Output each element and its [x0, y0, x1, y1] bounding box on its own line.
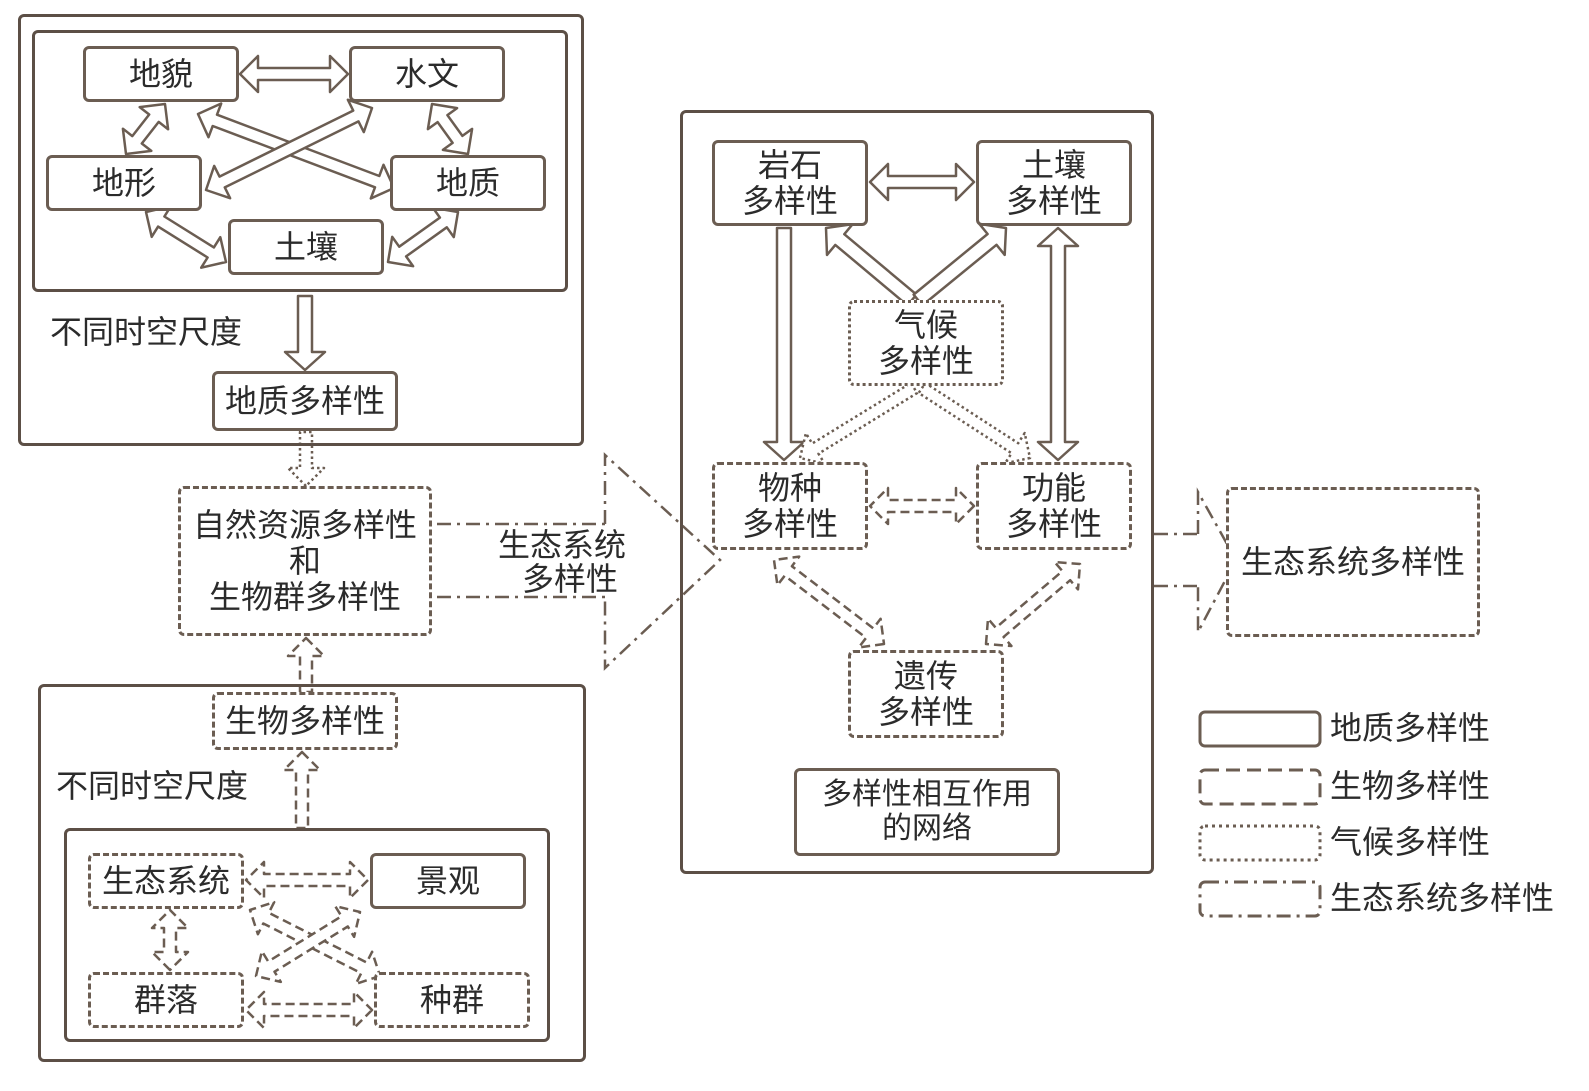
- arrow-ecosystem-landscape: [244, 860, 370, 900]
- biodiversity-frame: [38, 684, 586, 1062]
- arrow-hydrology-terrain: [204, 98, 374, 200]
- node-geodiversity: 地质多样性: [212, 371, 398, 431]
- legend-label-geodiversity: 地质多样性: [1330, 709, 1491, 747]
- arrow-landscape-community: [254, 904, 362, 984]
- legend-swatch-dashdot: [1198, 880, 1322, 918]
- arrow-geo-to-geodiversity: [283, 294, 327, 372]
- node-ecosystem: 生态系统: [88, 853, 244, 909]
- geo-components-frame: [32, 30, 568, 292]
- legend-swatch-dotted: [1198, 824, 1322, 862]
- legend-label-biodiversity: 生物多样性: [1330, 767, 1491, 805]
- legend-swatch-solid: [1198, 710, 1322, 748]
- arrow-species-genetic: [772, 555, 886, 649]
- node-soil: 土壤多样性: [976, 140, 1132, 226]
- node-landscape: 景观: [370, 853, 526, 909]
- legend-swatch-dashed: [1198, 768, 1322, 806]
- arrow-soil-function: [1036, 226, 1080, 462]
- node-function: 功能多样性: [976, 462, 1132, 550]
- arrow-rock-soil: [868, 162, 976, 202]
- arrow-geology-soil: [386, 206, 460, 268]
- arrow-geodiversity-to-natural: [286, 430, 326, 488]
- legend-label-ecosystem: 生态系统多样性: [1330, 879, 1555, 917]
- node-terrain: 地形: [46, 155, 202, 211]
- ecosystem-big-arrow: [437, 452, 722, 671]
- node-genetic: 遗传多样性: [848, 650, 1004, 738]
- arrow-landform-terrain: [121, 102, 170, 156]
- node-climate: 气候多样性: [848, 300, 1004, 386]
- geo-scale-label: 不同时空尺度: [50, 313, 243, 351]
- arrow-climate-function: [917, 381, 1032, 465]
- arrow-community-population: [244, 990, 374, 1030]
- node-community: 群落: [88, 972, 244, 1028]
- node-soil-geo: 土壤: [228, 219, 384, 275]
- node-rock: 岩石多样性: [712, 140, 868, 226]
- node-ecosystem-diversity: 生态系统多样性: [1226, 487, 1480, 637]
- arrow-terrain-soil: [144, 205, 228, 269]
- legend-label-climate: 气候多样性: [1330, 823, 1491, 861]
- arrow-rock-species: [762, 226, 806, 462]
- node-biodiversity: 生物多样性: [212, 692, 398, 750]
- arrow-landform-hydrology: [238, 54, 350, 94]
- legend-swatches: [1198, 710, 1322, 918]
- node-landform: 地貌: [83, 46, 239, 102]
- arrow-climate-species: [798, 381, 919, 466]
- bio-components-frame: [64, 828, 550, 1042]
- node-hydrology: 水文: [349, 46, 505, 102]
- bio-scale-label: 不同时空尺度: [56, 767, 249, 805]
- node-geology: 地质: [390, 155, 546, 211]
- result-arrow: [1154, 487, 1238, 633]
- node-natural-biome: 自然资源多样性 和 生物群多样性: [178, 486, 432, 636]
- arrow-ecosystem-community: [150, 908, 190, 972]
- arrow-function-genetic: [984, 560, 1082, 648]
- eco-arrow-label: 生态系统 多样性: [498, 526, 627, 598]
- arrow-hydrology-geology: [426, 102, 474, 156]
- geodiversity-frame: [18, 14, 584, 446]
- network-title: 多样性相互作用的网络: [794, 768, 1060, 856]
- node-species: 物种多样性: [712, 462, 868, 550]
- network-frame: [680, 110, 1154, 874]
- node-population: 种群: [374, 972, 530, 1028]
- arrow-species-function: [868, 486, 976, 526]
- arrow-biodiversity-to-natural: [286, 636, 326, 694]
